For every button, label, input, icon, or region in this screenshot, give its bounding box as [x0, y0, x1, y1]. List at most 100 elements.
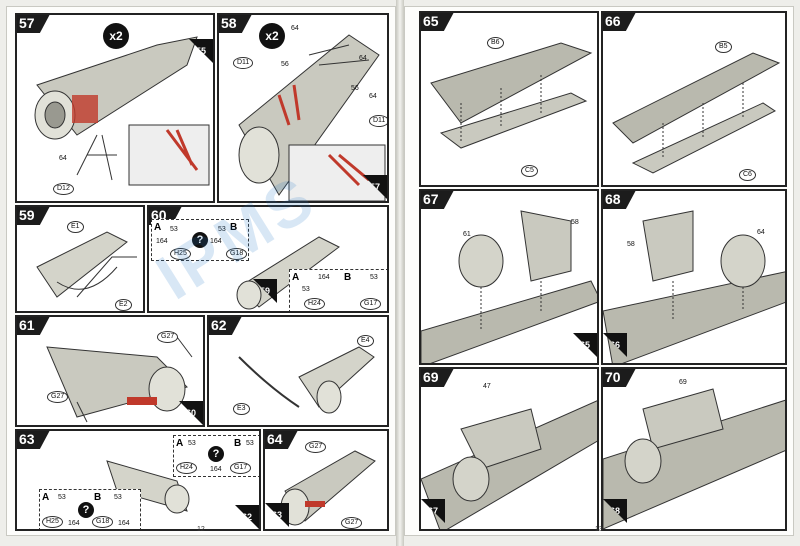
option-a-label: A	[176, 438, 184, 449]
cowl-halves-drawing	[238, 346, 375, 414]
wing-right-drawing	[612, 52, 781, 174]
nacelle-to-wing-right-drawing	[603, 210, 785, 363]
part-label: 53	[302, 286, 310, 293]
part-label: 164	[68, 520, 80, 527]
part-label: 53	[246, 440, 254, 447]
part-callout: D12	[53, 183, 74, 195]
wing-assembly-right-drawing	[603, 388, 785, 529]
part-label: 64	[757, 229, 765, 236]
part-callout: G27	[47, 391, 69, 403]
part-label: 56	[351, 85, 359, 92]
option-a-label: A	[42, 492, 50, 503]
part-label: 64	[291, 25, 299, 32]
step-number: 63	[17, 431, 51, 449]
step-number: 65	[421, 13, 455, 31]
step-number: 67	[421, 191, 455, 209]
option-box: A B 164 53 53 H24 G17	[289, 269, 387, 311]
step-number: 68	[603, 191, 637, 209]
step-60-panel: 60 A B ? 164 53 H25 164 53 G18 A B 164 5…	[147, 205, 389, 313]
part-callout: G18	[92, 516, 114, 528]
quantity-badge: x2	[103, 23, 129, 49]
nacelle-to-wing-drawing	[421, 210, 597, 363]
step-70-panel: 70 69 68	[601, 367, 787, 531]
part-callout: D11	[233, 57, 254, 69]
step-number: 57	[17, 15, 51, 33]
question-icon: ?	[78, 502, 94, 518]
engine-cowl-drawing	[46, 336, 193, 423]
wing-left-drawing	[430, 42, 593, 149]
part-label: 64	[369, 93, 377, 100]
step-66-panel: 66 B5 C6	[601, 11, 787, 187]
step-61-panel: 61 G27 G27 60	[15, 315, 205, 427]
part-label: 64	[59, 155, 67, 162]
part-callout: G17	[230, 462, 252, 474]
part-callout: G18	[226, 248, 248, 260]
part-label: 53	[188, 440, 196, 447]
step-62-panel: 62 E4 E3	[207, 315, 389, 427]
part-label: 53	[370, 274, 378, 281]
part-label: 53	[170, 226, 178, 233]
part-callout: B5	[715, 41, 732, 53]
step-number: 61	[17, 317, 51, 335]
wing-assembly-drawing	[421, 400, 597, 529]
option-b-label: B	[230, 222, 238, 233]
page-gutter	[396, 0, 404, 546]
option-a-label: A	[154, 222, 162, 233]
instruction-page-left: 57 x2 55 64 D12 58 x2 64 56 64 56 6	[6, 6, 396, 536]
option-b-label: B	[234, 438, 242, 449]
step-63-panel: 63 A B ? 53 53 H24 164 G17 A B ? 53 53 H…	[15, 429, 261, 531]
step-67-panel: 67 61 58 65	[419, 189, 599, 365]
step-68-panel: 68 58 64 66	[601, 189, 787, 365]
part-label: 53	[58, 494, 66, 501]
option-b-label: B	[94, 492, 102, 503]
option-b-label: B	[344, 272, 352, 283]
option-box: A B ? 53 53 H25 164 G18 164	[39, 489, 141, 529]
part-callout: C5	[521, 165, 538, 177]
instruction-page-right: 65 B6 C5 66 B5 C6 67 61 58 65	[404, 6, 794, 536]
step-69-panel: 69 47 67	[419, 367, 599, 531]
part-label: 164	[210, 238, 222, 245]
part-callout: C6	[739, 169, 756, 181]
option-box: A B ? 53 53 H24 164 G17	[173, 435, 259, 477]
part-label: 53	[114, 494, 122, 501]
part-label: 164	[210, 466, 222, 473]
part-label: 47	[483, 383, 491, 390]
part-callout: B6	[487, 37, 504, 49]
part-label: 53	[218, 226, 226, 233]
engine-nacelle-drawing	[34, 36, 210, 186]
part-callout: G17	[360, 298, 382, 310]
part-callout: E4	[357, 335, 374, 347]
option-box: A B ? 164 53 H25 164 53 G18	[151, 219, 249, 261]
question-icon: ?	[192, 232, 208, 248]
page-number: 13	[595, 526, 603, 533]
part-label: 164	[118, 520, 130, 527]
step-number: 70	[603, 369, 637, 387]
step-number: 69	[421, 369, 455, 387]
cowling-drawing	[36, 231, 137, 298]
part-label: 58	[571, 219, 579, 226]
step-number: 58	[219, 15, 253, 33]
part-callout: E1	[67, 221, 84, 233]
part-callout: H24	[176, 462, 197, 474]
part-label: 64	[359, 55, 367, 62]
part-label: 56	[281, 61, 289, 68]
part-label: 164	[318, 274, 330, 281]
part-label: 61	[463, 231, 471, 238]
part-callout: H24	[304, 298, 325, 310]
nose-cowl-drawing	[106, 460, 190, 514]
step-57-panel: 57 x2 55 64 D12	[15, 13, 215, 203]
option-a-label: A	[292, 272, 300, 283]
step-number: 59	[17, 207, 51, 225]
page-number: 12	[197, 526, 205, 533]
part-callout: H25	[42, 516, 63, 528]
part-callout: E3	[233, 403, 250, 415]
part-callout: G27	[157, 331, 179, 343]
step-59-panel: 59 E1 E2	[15, 205, 145, 313]
step-58-panel: 58 x2 64 56 64 56 64 D11 D11 57	[217, 13, 389, 203]
part-callout: H25	[170, 248, 191, 260]
nacelle-bay-drawing	[238, 34, 386, 201]
part-callout: G27	[305, 441, 327, 453]
part-callout: D11	[369, 115, 387, 127]
question-icon: ?	[208, 446, 224, 462]
quantity-badge: x2	[259, 23, 285, 49]
